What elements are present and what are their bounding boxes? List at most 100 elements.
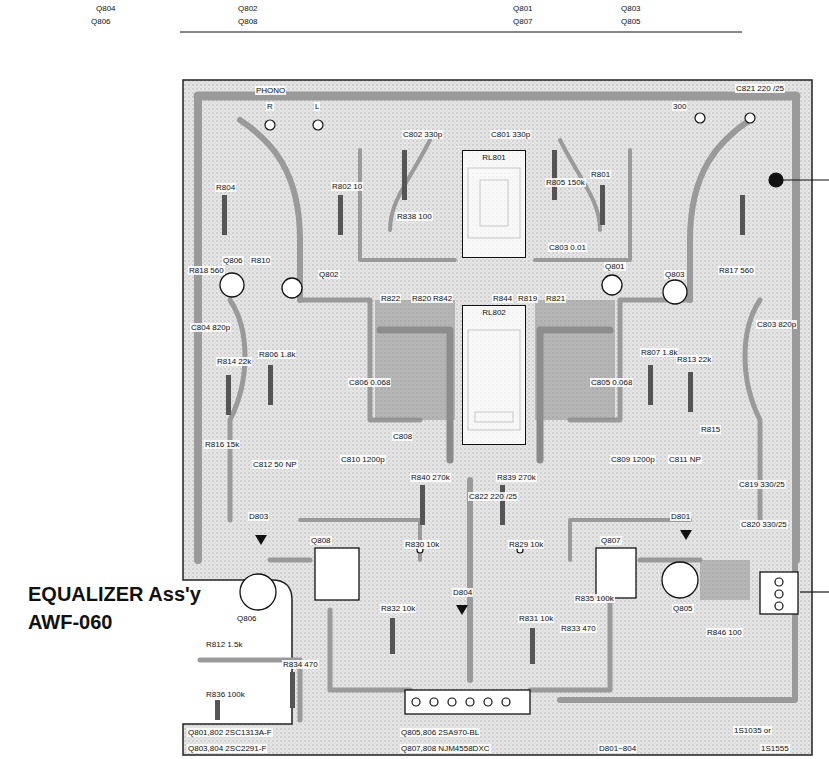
part-label: C806 0.068: [348, 378, 391, 387]
solder-pad: [775, 590, 783, 598]
part-label: R829 10k: [508, 540, 544, 549]
part-label: C804 820p: [190, 323, 231, 332]
part-label: R834 470: [282, 660, 319, 669]
resistor-symbol: [740, 195, 745, 235]
part-label: D804: [452, 588, 473, 597]
part-label: Q805: [620, 17, 642, 26]
resistor-symbol: [402, 150, 407, 200]
part-label: C811 NP: [668, 455, 702, 464]
part-label: Q806: [222, 256, 244, 265]
part-label: 1S1555: [760, 744, 790, 753]
part-label: D801: [670, 512, 691, 521]
part-label: Q807,808 NJM4558DXC: [400, 744, 491, 753]
part-label: C803 820p: [756, 320, 797, 329]
assembly-title: EQUALIZER Ass'y AWF-060: [28, 580, 233, 636]
relay-name: RL801: [463, 151, 525, 165]
part-label: Q803: [620, 4, 642, 13]
part-label: Q806: [236, 614, 258, 623]
part-label: R836 100k: [205, 690, 246, 699]
part-label: C801 330p: [490, 130, 531, 139]
copper-trace: [330, 610, 410, 690]
resistor-symbol: [222, 195, 227, 235]
copper-trace: [640, 558, 700, 563]
transistor-symbol: [663, 280, 687, 304]
part-label: R801: [590, 170, 611, 179]
copper-trace: [467, 480, 473, 680]
part-label: Q802: [237, 4, 259, 13]
ic-package: [315, 548, 636, 600]
part-label: R814 22k: [216, 357, 252, 366]
board-outline: [183, 80, 812, 755]
solder-pad: [745, 113, 755, 123]
ic-package: [315, 548, 359, 600]
transistor-symbol: [220, 273, 244, 297]
part-label: R839 270k: [496, 473, 537, 482]
part-label: R818 560: [188, 266, 225, 275]
diode-symbol: [255, 535, 267, 545]
solder-pad: [313, 120, 323, 130]
part-label: C808: [392, 432, 413, 441]
part-label: L: [314, 102, 320, 111]
diode-symbol: [680, 530, 692, 540]
part-label: R830 10k: [404, 540, 440, 549]
part-label: Q808: [310, 536, 332, 545]
resistor-symbol: [290, 672, 295, 708]
copper-trace: [198, 96, 796, 720]
part-label: C819 330/25: [738, 480, 786, 489]
part-label: R846 100: [706, 628, 743, 637]
part-label: Q807: [512, 17, 534, 26]
part-label: R840 270k: [410, 473, 451, 482]
transistor-symbol: [220, 273, 698, 610]
copper-trace: [535, 150, 630, 260]
part-label: 300: [672, 102, 687, 111]
part-label: Q803: [664, 270, 686, 279]
part-label: R844: [492, 294, 513, 303]
solder-pad: [466, 698, 474, 706]
solder-pad: [775, 578, 783, 586]
part-label: Q807: [600, 536, 622, 545]
copper-trace: [270, 558, 310, 563]
part-label: C822 220 /25: [468, 492, 518, 501]
part-label: R821: [545, 294, 566, 303]
ground-pour: [375, 300, 750, 600]
resistor-symbol: [688, 372, 693, 412]
solder-pad: [430, 698, 438, 706]
leader-line: [769, 173, 783, 187]
solder-pad: [265, 113, 783, 706]
part-label: R835 100k: [574, 594, 615, 603]
transistor-symbol: [662, 562, 698, 598]
part-label: R838 100: [396, 212, 433, 221]
ground-pour: [535, 300, 615, 420]
solder-pad: [265, 120, 275, 130]
resistor-symbol: [215, 150, 745, 720]
part-label: C809 1200p: [610, 455, 656, 464]
transistor-symbol: [602, 275, 622, 295]
part-label: R807 1.8k: [640, 348, 678, 357]
part-label: R822: [380, 294, 401, 303]
relay-box: RL801: [462, 150, 526, 258]
header-rule: [180, 32, 742, 33]
connector-symbol: [405, 690, 530, 714]
solder-pad: [412, 698, 420, 706]
part-label: Q806: [90, 17, 112, 26]
part-label: R: [266, 102, 274, 111]
resistor-symbol: [600, 185, 605, 225]
part-label: Q801: [604, 262, 626, 271]
part-label: C805 0.068: [590, 378, 633, 387]
part-label: R816 15k: [204, 440, 240, 449]
leader-line: [776, 179, 829, 180]
part-label: R831 10k: [518, 614, 554, 623]
solder-pad: [448, 698, 456, 706]
part-label: D803: [248, 512, 269, 521]
part-label: Q805,806 2SA970-BL: [400, 728, 480, 737]
solder-pad: [502, 698, 510, 706]
diode-symbol: [456, 605, 468, 615]
part-label: C802 330p: [402, 130, 443, 139]
leader-line: [769, 173, 829, 592]
part-label: R806 1.8k: [258, 350, 296, 359]
solder-pad: [775, 602, 783, 610]
part-label: R833 470: [560, 624, 597, 633]
solder-pad: [695, 113, 705, 123]
part-label: R819: [517, 294, 538, 303]
